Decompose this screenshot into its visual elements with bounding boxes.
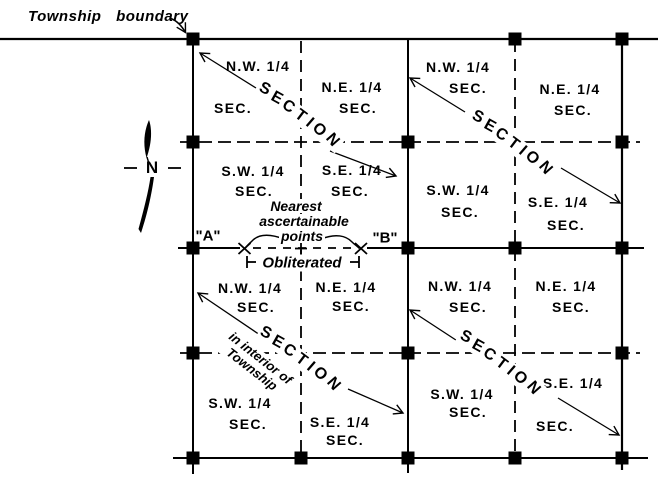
corner-marker: [401, 135, 415, 149]
quarter-label-sw-sec: SEC.: [441, 204, 479, 220]
corner-marker: [401, 241, 415, 255]
point-b-label: "B": [372, 229, 398, 247]
quarter-label-ne: N.E. 1/4: [535, 278, 597, 294]
x-mark-b: [354, 242, 368, 255]
leader-to-point-b: [320, 234, 361, 250]
quarter-label-sw: S.W. 1/4: [221, 163, 285, 179]
section-diagonal-arrows: [196, 52, 622, 436]
corner-marker: [186, 451, 200, 465]
quarter-label-nw: N.W. 1/4: [427, 278, 493, 294]
corner-monument-markers: [186, 32, 629, 465]
diagonal-arrow-nw: [408, 309, 463, 345]
obliterated-corner-tick: [295, 242, 307, 255]
north-arrow-tail: [138, 177, 154, 233]
quarter-label-ne-sec: SEC.: [339, 100, 377, 116]
quarter-label-se-sec: SEC.: [326, 432, 364, 448]
quarter-label-nw-sec: SEC.: [237, 299, 275, 315]
quarter-label-se: S.E. 1/4: [309, 414, 371, 430]
corner-marker: [615, 346, 629, 360]
diagonal-arrow-se: [329, 150, 398, 179]
diagonal-arrow-se: [560, 167, 622, 204]
quarter-label-sw-sec: SEC.: [235, 183, 273, 199]
corner-marker: [401, 451, 415, 465]
obliterated-extent-brackets: [246, 256, 360, 268]
leader-to-point-a: [244, 234, 285, 249]
corner-marker: [401, 346, 415, 360]
diagonal-arrow-se: [557, 397, 621, 436]
corner-marker: [615, 241, 629, 255]
ascertainable-point-x-marks: [237, 242, 368, 255]
corner-marker: [615, 451, 629, 465]
quarter-label-sw-sec: SEC.: [449, 404, 487, 420]
north-arrow-icon: [124, 120, 181, 233]
quarter-label-sw: S.W. 1/4: [430, 386, 494, 402]
north-arrow-head: [144, 120, 152, 158]
corner-marker: [615, 135, 629, 149]
corner-marker: [186, 135, 200, 149]
quarter-label-se: S.E. 1/4: [527, 194, 589, 210]
quarter-label-ne-sec: SEC.: [554, 102, 592, 118]
quarter-label-nw: N.W. 1/4: [425, 59, 491, 75]
diagonal-arrow-se: [347, 388, 405, 415]
corner-marker: [508, 32, 522, 46]
corner-marker: [186, 32, 200, 46]
diagonal-arrow-nw: [196, 292, 264, 338]
corner-marker: [615, 32, 629, 46]
quarter-label-nw-sec: SEC.: [214, 100, 252, 116]
quarter-label-nw-sec: SEC.: [449, 299, 487, 315]
township-boundary-leader-arrow: [170, 17, 187, 34]
diagonal-arrow-nw: [408, 77, 466, 113]
quarter-label-ne: N.E. 1/4: [321, 79, 383, 95]
quarter-label-sw: S.W. 1/4: [426, 182, 490, 198]
quarter-label-se-sec: SEC.: [536, 418, 574, 434]
quarter-label-se-sec: SEC.: [547, 217, 585, 233]
point-a-label: "A": [195, 227, 221, 245]
obliterated-label: Obliterated: [260, 254, 344, 272]
nearest-points-note-line3: points: [279, 228, 325, 244]
quarter-label-ne-sec: SEC.: [552, 299, 590, 315]
quarter-label-ne: N.E. 1/4: [315, 279, 377, 295]
quarter-label-nw: N.W. 1/4: [225, 58, 291, 74]
corner-marker: [508, 241, 522, 255]
diagonal-arrow-nw: [198, 52, 257, 89]
quarter-label-nw-sec: SEC.: [449, 80, 487, 96]
quarter-label-ne: N.E. 1/4: [539, 81, 601, 97]
quarter-label-sw-sec: SEC.: [229, 416, 267, 432]
township-boundary-label: Township boundary: [28, 8, 189, 25]
corner-marker: [186, 241, 200, 255]
north-arrow-stem: [146, 156, 150, 163]
nearest-points-note-line2: ascertainable: [257, 213, 351, 229]
quarter-label-se-sec: SEC.: [331, 183, 369, 199]
nearest-points-note-line1: Nearest: [268, 198, 324, 214]
quarter-label-sw: S.W. 1/4: [208, 395, 272, 411]
quarter-label-se: S.E. 1/4: [542, 375, 604, 391]
corner-marker: [294, 451, 308, 465]
north-label: N: [145, 158, 159, 177]
quarter-label-se: S.E. 1/4: [321, 162, 383, 178]
quarter-label-nw: N.W. 1/4: [217, 280, 283, 296]
quarter-label-ne-sec: SEC.: [332, 298, 370, 314]
corner-marker: [186, 346, 200, 360]
corner-marker: [508, 451, 522, 465]
